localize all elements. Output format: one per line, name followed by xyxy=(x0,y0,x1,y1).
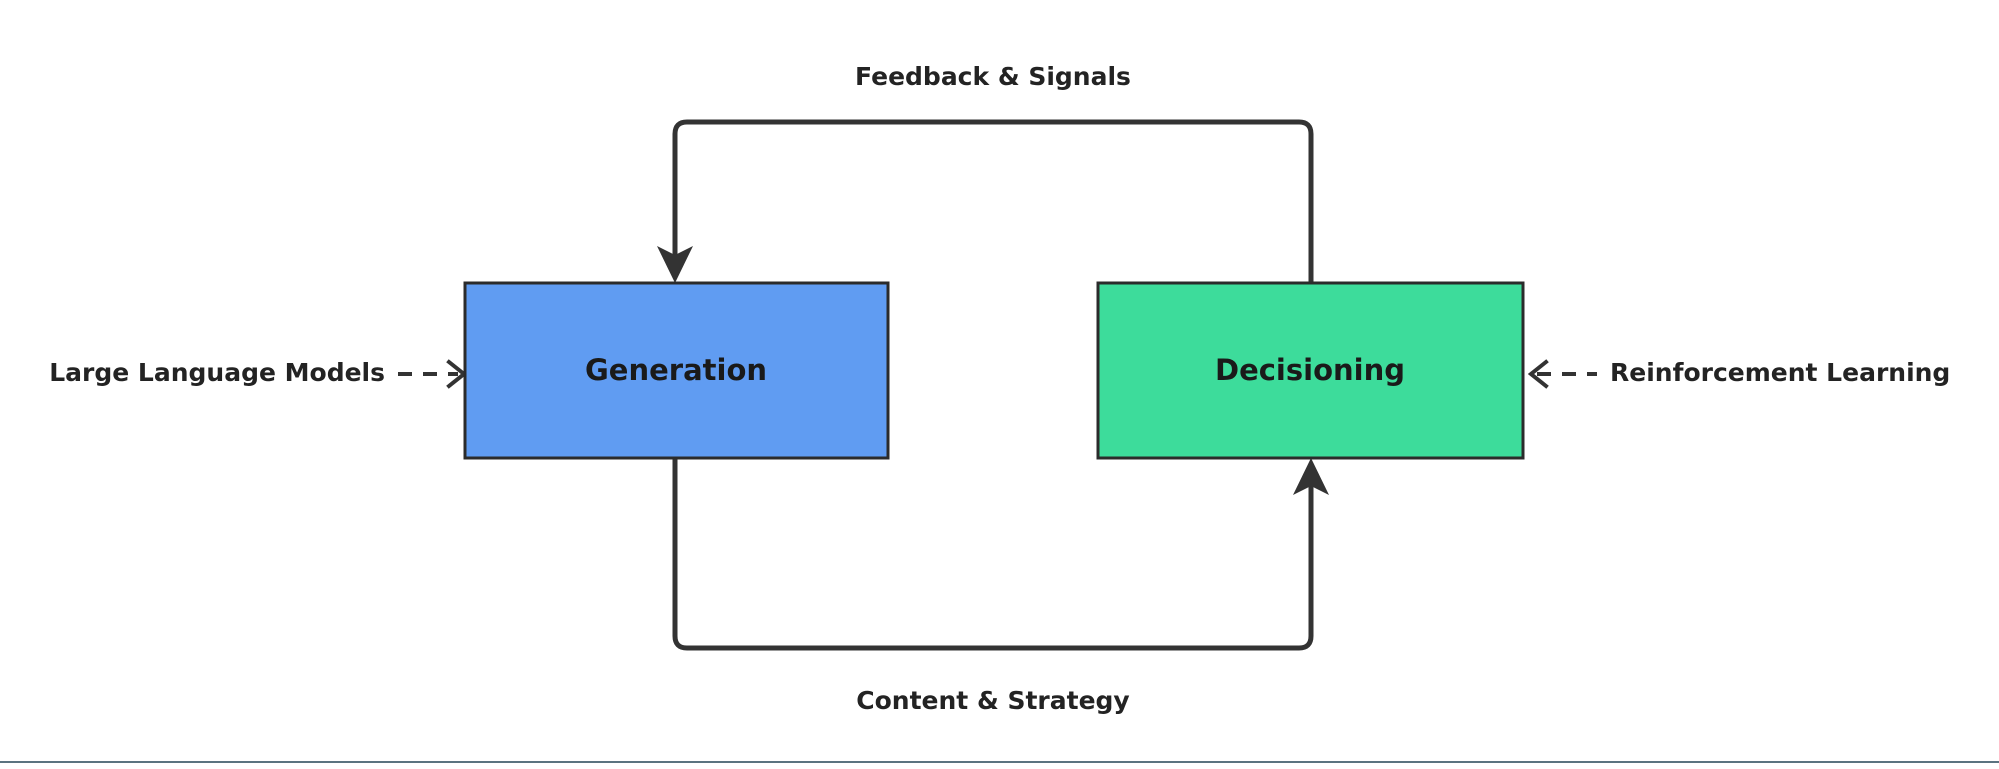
feedback-signals-label: Feedback & Signals xyxy=(855,62,1131,91)
edge-content-strategy: Content & Strategy xyxy=(672,458,1329,715)
rl-input-arrowhead-icon xyxy=(1527,359,1549,389)
node-decisioning[interactable]: Decisioning xyxy=(1096,281,1525,460)
content-strategy-path xyxy=(672,458,1314,651)
node-decisioning-label: Decisioning xyxy=(1215,353,1405,387)
node-generation-box[interactable] xyxy=(463,281,890,460)
content-strategy-arrowhead-icon xyxy=(1293,458,1329,495)
node-decisioning-box[interactable] xyxy=(1096,281,1525,460)
node-generation[interactable]: Generation xyxy=(463,281,890,460)
feedback-signals-path xyxy=(672,119,1314,283)
edge-llm-input: Large Language Models xyxy=(49,358,468,389)
content-strategy-label: Content & Strategy xyxy=(856,686,1129,715)
edge-rl-input: Reinforcement Learning xyxy=(1527,358,1950,389)
node-generation-label: Generation xyxy=(585,353,767,387)
feedback-signals-arrowhead-icon xyxy=(657,246,693,283)
llm-input-label: Large Language Models xyxy=(49,358,385,387)
edge-feedback-signals: Feedback & Signals xyxy=(657,62,1314,283)
rl-input-label: Reinforcement Learning xyxy=(1610,358,1950,387)
